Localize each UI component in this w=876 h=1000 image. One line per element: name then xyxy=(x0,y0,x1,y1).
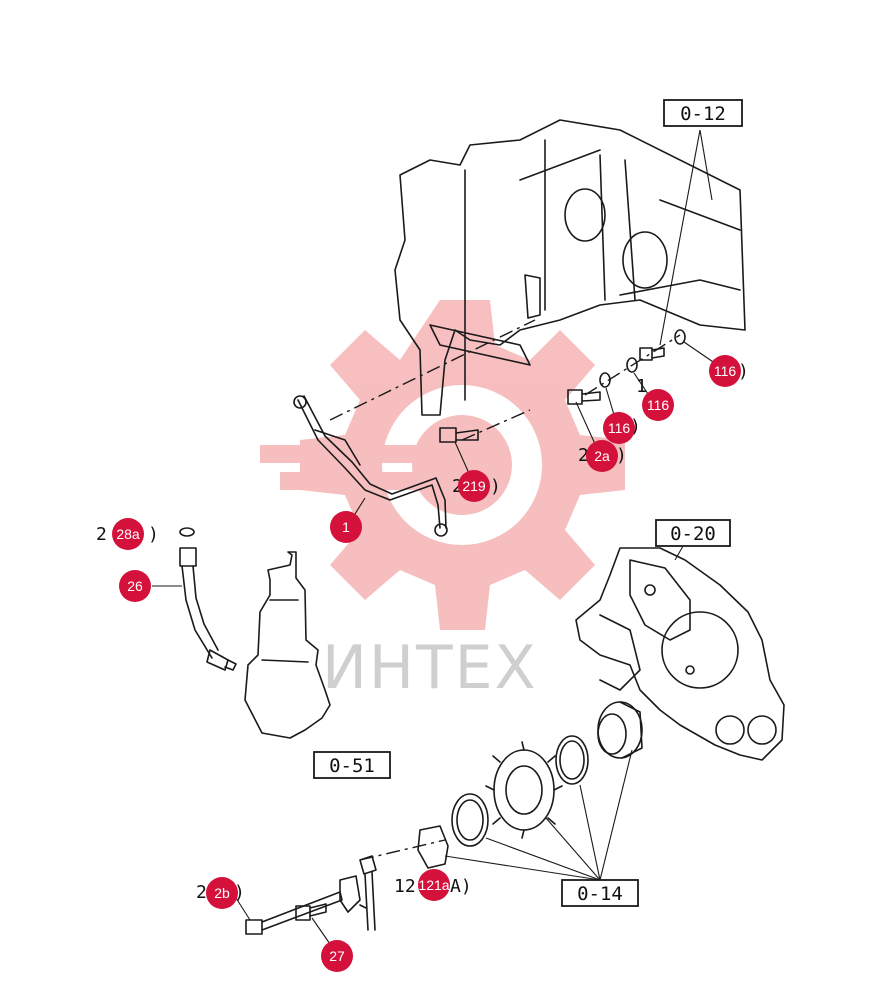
partial-text-28a: 2 xyxy=(96,524,107,545)
bolt-27 xyxy=(295,903,327,921)
watermark-stripe-2 xyxy=(280,472,440,490)
leader-0-14-c xyxy=(545,817,601,881)
badge-part-116-low[interactable]: 116 xyxy=(603,412,635,444)
badge-part-219[interactable]: 219 xyxy=(458,470,490,502)
oil-pump xyxy=(244,551,331,739)
crank-gear xyxy=(485,741,563,839)
ref-box-label: 0-14 xyxy=(577,883,623,905)
gasket-ring-lower-inner xyxy=(456,799,484,841)
partial-text-116-mid: 1 xyxy=(636,376,647,397)
partial-text-121a-tail: A) xyxy=(450,876,472,897)
gear-case xyxy=(575,547,785,761)
ref-box-label: 0-51 xyxy=(329,755,375,777)
bolt-upper xyxy=(639,347,665,361)
watermark-stripe-1 xyxy=(260,445,440,463)
washer-116-a xyxy=(599,372,611,388)
partial-text-219-tail: ) xyxy=(490,476,501,497)
gasket-plate xyxy=(417,825,449,869)
badge-label: 121a xyxy=(418,877,449,893)
partial-text-28a-tail: ) xyxy=(148,524,159,545)
badge-label: 219 xyxy=(462,478,486,494)
partial-text-219: 2 xyxy=(452,476,463,497)
leader-0-12-b xyxy=(699,129,713,201)
partial-text-2a: 2 xyxy=(578,445,589,466)
badge-label: 116 xyxy=(714,363,737,379)
ref-box-label: 0-20 xyxy=(670,523,716,545)
watermark-logo xyxy=(260,300,625,630)
alignment-line-3 xyxy=(584,334,681,396)
leader-0-14-e xyxy=(444,855,601,881)
badge-part-121a[interactable]: 121a xyxy=(418,869,450,901)
gasket-ring-lower xyxy=(451,793,489,847)
alignment-line-1 xyxy=(329,319,536,421)
partial-text-116-low: ) xyxy=(630,416,641,437)
leader-0-14-b xyxy=(579,784,601,881)
oil-pipe-part xyxy=(293,395,448,537)
leader-2b xyxy=(235,897,251,921)
badge-label: 2a xyxy=(594,448,610,464)
bolt-2b xyxy=(245,891,343,935)
leader-0-12-a xyxy=(659,129,701,346)
badge-label: 116 xyxy=(608,420,631,436)
badge-label: 116 xyxy=(647,397,670,413)
badge-part-28a[interactable]: 28a xyxy=(112,518,144,550)
bolt-219 xyxy=(439,427,479,443)
idler-hub xyxy=(597,701,643,759)
leader-0-14-d xyxy=(485,837,601,881)
badge-label: 27 xyxy=(329,948,345,964)
badge-part-2a[interactable]: 2a xyxy=(586,440,618,472)
badge-part-27[interactable]: 27 xyxy=(321,940,353,972)
alignment-line-2 xyxy=(461,409,531,441)
ref-box-0-12[interactable]: 0-12 xyxy=(663,99,743,127)
bolt-2a xyxy=(567,389,601,405)
badge-part-116-mid[interactable]: 116 xyxy=(642,389,674,421)
partial-text-2b: 2 xyxy=(196,882,207,903)
badge-part-2b[interactable]: 2b xyxy=(206,877,238,909)
gasket-ring-upper-inner xyxy=(559,740,585,780)
washer-116-b xyxy=(626,357,638,373)
leader-27 xyxy=(311,917,331,945)
oil-tube-26 xyxy=(179,527,237,671)
badge-part-116-right[interactable]: 116 xyxy=(709,355,741,387)
watermark-gear-core xyxy=(412,415,512,515)
leader-0-14-a xyxy=(599,749,633,881)
badge-part-26[interactable]: 26 xyxy=(119,570,151,602)
washer-116-c xyxy=(674,329,686,345)
engine-block xyxy=(394,119,746,416)
partial-text-2b-tail: ) xyxy=(234,882,245,903)
badge-label: 28a xyxy=(116,526,140,542)
badge-part-1[interactable]: 1 xyxy=(330,511,362,543)
partial-text-121a: 12 xyxy=(394,876,416,897)
partial-text-116-right: ) xyxy=(738,361,749,382)
ref-box-0-51[interactable]: 0-51 xyxy=(313,751,391,779)
badge-label: 2b xyxy=(214,885,230,901)
gasket-ring-upper xyxy=(555,735,589,785)
watermark-text: ИНТЕХ xyxy=(322,633,538,703)
ref-box-0-14[interactable]: 0-14 xyxy=(561,879,639,907)
ref-box-label: 0-12 xyxy=(680,103,726,125)
partial-text-2a-tail: ) xyxy=(616,445,627,466)
ref-box-0-20[interactable]: 0-20 xyxy=(655,519,731,547)
badge-label: 26 xyxy=(127,578,143,594)
badge-label: 1 xyxy=(342,519,350,535)
lower-pipe-fitting xyxy=(339,855,377,931)
